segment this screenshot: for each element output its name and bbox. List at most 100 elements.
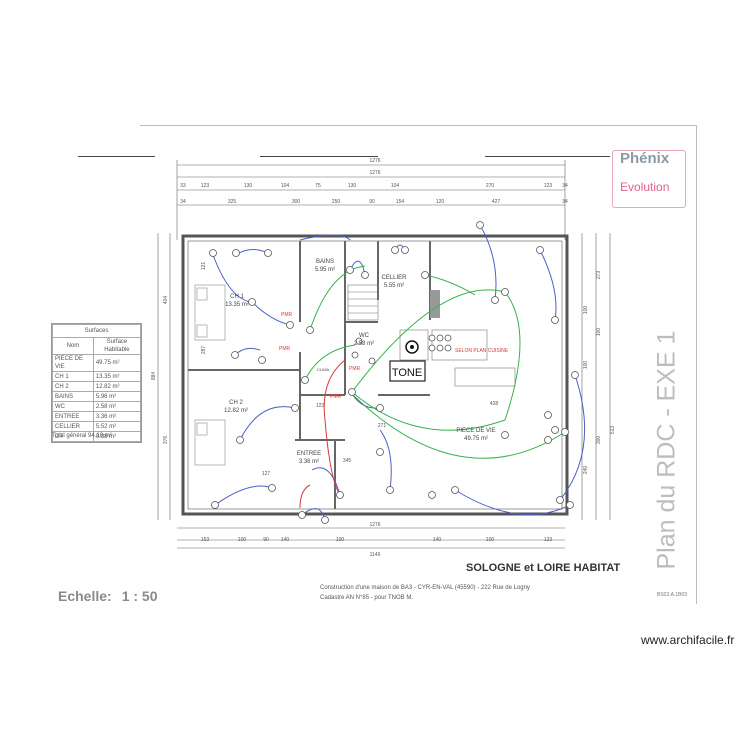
dim-top3-5: 154 [396,199,405,205]
brand-tagline: Evolution [620,180,670,194]
dim-top2-3: 104 [281,183,290,189]
dim-right-4: 513 [610,426,616,435]
reference-code: BS03.A.1B03 [657,592,688,598]
dim-top2-5: 130 [348,183,357,189]
dim-right-2: 100 [583,306,589,315]
header-rule-left [78,156,155,157]
dim-top-total: 1276 [369,158,380,164]
dim-top2-8: 123 [544,183,553,189]
dimension-lines-sides [157,233,611,520]
room-cellier-area: 5.55 m² [384,283,404,289]
circuit-red [299,359,346,509]
owner-name: SOLOGNE et LOIRE HABITAT [466,562,621,574]
wc-fixture-center [410,345,414,349]
dim-bot1-4: 100 [336,537,345,543]
watermark-link[interactable]: www.archifacile.fr [641,633,735,647]
dim-left-4: 287 [201,346,207,355]
dim-int-3: 127 [262,471,271,477]
header-rule-right [485,156,610,157]
room-vie-area: 49.75 m² [464,436,488,442]
clima-marker: CLIMA [317,367,330,372]
dim-bot1-6: 100 [486,537,495,543]
wc-fixture [405,340,419,354]
surfaces-total: Total général 94.10 m² [52,433,112,439]
dim-bot1-0: 153 [201,537,210,543]
dim-bot2-0: 1276 [369,522,380,528]
dim-right-5: 240 [583,466,589,475]
dim-top3-1: 325 [228,199,237,205]
dim-top3-8: 34 [562,199,568,205]
dim-top3-0: 34 [180,199,186,205]
dim-int-2: 428 [490,401,499,407]
surfaces-table: Surfaces Nom Surface Habitable PIECE DE … [51,323,142,443]
surface-area: 49.75 m² [92,354,142,372]
pmr-marker-2: PMR [279,346,291,352]
tone-box [389,360,426,382]
dim-top2-2: 130 [244,183,253,189]
dim-top3-4: 90 [369,199,375,205]
dim-bot2-1: 1146 [370,552,381,558]
dim-bot1-2: 90 [263,537,269,543]
dimension-lines-bottom [177,527,565,549]
brand-logo-frame [612,150,686,208]
room-ch2-area: 12.82 m² [224,408,248,414]
bedroom-furniture [194,284,226,466]
surface-name: CELLIER [52,421,94,432]
pmr-marker-4: PMR [330,394,342,400]
surfaces-total-label: Total général [52,433,87,439]
room-entree-name: ENTREE [297,451,321,457]
room-bains-name: BAINS [316,259,334,265]
sheet-frame [140,125,697,604]
dim-top2-7: 270 [486,183,495,189]
outlet-symbols [209,221,579,524]
room-wc-name: WC [359,333,370,339]
tone-label: TONE [392,367,422,379]
dim-right-3: 100 [583,361,589,370]
kitchen-note: SELON PLAN CUISINE [455,348,509,354]
dim-left-1: 404 [163,296,169,305]
surface-name: CH 1 [52,371,94,382]
surface-area: 5.52 m² [92,421,142,432]
dim-bot1-3: 140 [281,537,290,543]
project-caption-1: Construction d'une maison de BA3 - CYR-E… [320,585,530,591]
pmr-marker-1: PMR [281,312,293,318]
project-caption-2: Cadastre AN N°85 - pour TNOB M. [320,595,413,601]
room-wc-area: 2.58 m² [354,341,374,347]
dim-top2-1: 123 [201,183,210,189]
surface-area: 5.96 m² [92,391,142,402]
dim-top3-7: 427 [492,199,501,205]
brand-logo: Phénix [620,150,670,167]
surfaces-col-area: Surface Habitable [92,337,142,355]
room-bains-area: 5.95 m² [315,267,335,273]
interior-walls [188,241,431,509]
surfaces-total-value: 94.10 m² [88,433,112,439]
surface-name: ENTREE [52,411,94,422]
surface-name: PIECE DE VIE [52,354,94,372]
surface-area: 13.35 m² [92,371,142,382]
dim-left-3: 121 [201,262,207,271]
scale-label: Echelle: [58,588,112,604]
surface-name: CH 2 [52,381,94,392]
scale-value: 1 : 50 [121,588,158,604]
dim-top2-0: 33 [180,183,186,189]
surface-name: BAINS [52,391,94,402]
dimension-lines-top [176,160,566,240]
dim-int-4: 345 [343,458,352,464]
dim-top3-2: 300 [292,199,301,205]
pmr-marker-3: PMR [349,366,361,372]
dim-left-2: 376 [163,436,169,445]
dim-top-sub: 1276 [369,170,380,176]
dim-bot1-1: 100 [238,537,247,543]
circuit-green [304,265,566,459]
outer-walls [181,234,569,516]
room-ch1-name: CH 1 [230,294,244,300]
surface-name: WC [52,401,94,412]
dim-left-0: 884 [151,372,157,381]
